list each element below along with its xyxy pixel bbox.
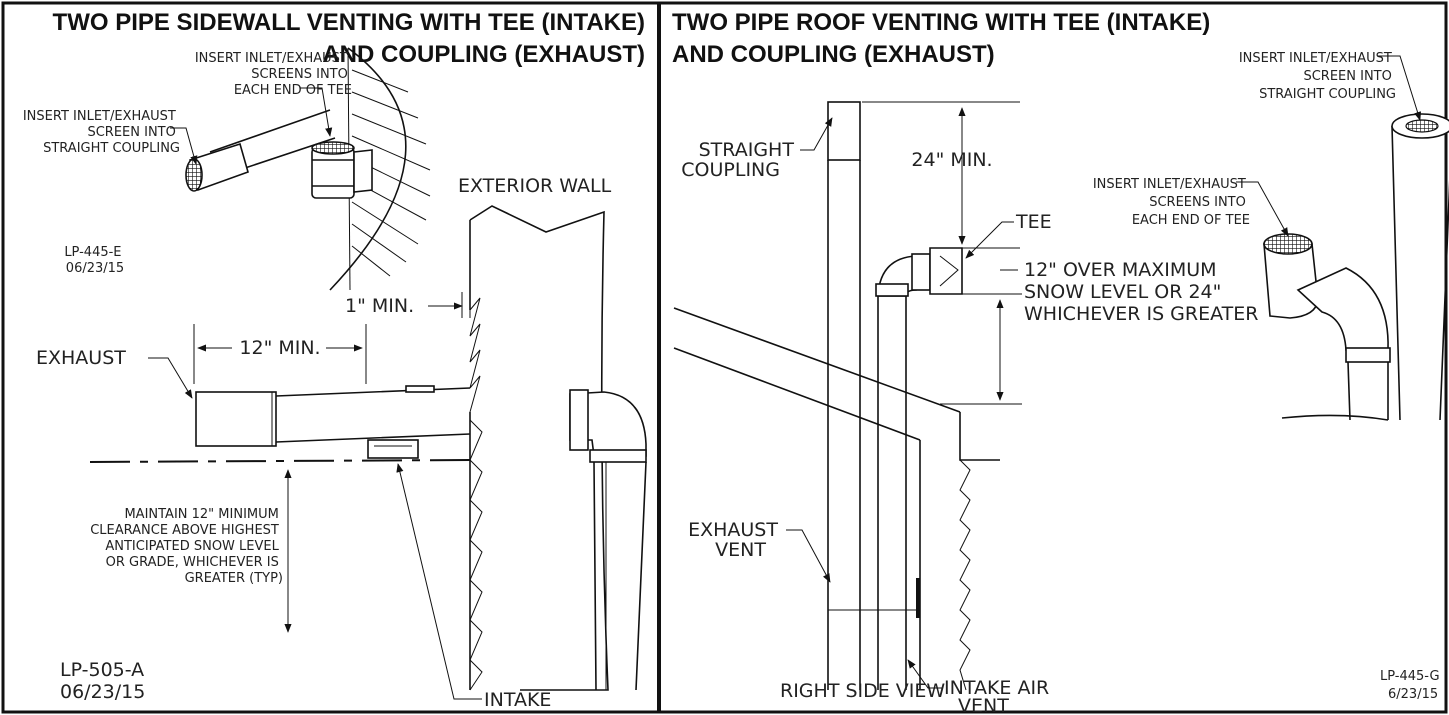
- right-side-view-label: RIGHT SIDE VIEW: [780, 680, 945, 702]
- roof: [673, 307, 1000, 691]
- coupling-detail-screen: [1405, 119, 1439, 133]
- left-tee-note: INSERT INLET/EXHAUST SCREENS INTO EACH E…: [195, 51, 352, 98]
- siding-hatch: [351, 69, 431, 277]
- exterior-wall-label: EXTERIOR WALL: [458, 175, 612, 197]
- exhaust-pipe: [195, 385, 471, 459]
- coupling-detail: [1391, 113, 1449, 421]
- right-coupling-note: INSERT INLET/EXHAUST SCREEN INTO STRAIGH…: [1239, 51, 1396, 102]
- tee-detail: [1263, 233, 1391, 421]
- drawing-code-right: LP-445-G 6/23/15: [1380, 669, 1444, 702]
- right-tee-note: INSERT INLET/EXHAUST SCREENS INTO EACH E…: [1093, 177, 1250, 228]
- tee-label: TEE: [1015, 211, 1052, 233]
- straight-coupling-label: STRAIGHT COUPLING: [681, 139, 800, 181]
- left-title-line1: TWO PIPE SIDEWALL VENTING WITH TEE (INTA…: [53, 9, 645, 36]
- right-panel: TWO PIPE ROOF VENTING WITH TEE (INTAKE) …: [672, 9, 1449, 715]
- clearance-note: MAINTAIN 12" MINIMUM CLEARANCE ABOVE HIG…: [90, 507, 283, 586]
- intake-air-vent-label: INTAKE AIR VENT: [944, 677, 1055, 715]
- detail-code: LP-445-E 06/23/15: [64, 245, 125, 276]
- left-panel: TWO PIPE SIDEWALL VENTING WITH TEE (INTA…: [23, 9, 647, 711]
- wall-serration: [469, 297, 483, 691]
- exhaust-label: EXHAUST: [36, 347, 126, 369]
- right-title-line2: AND COUPLING (EXHAUST): [672, 41, 995, 68]
- intake-elbow: [569, 389, 647, 691]
- drawing-code-left: LP-505-A 06/23/15: [60, 659, 150, 703]
- tee-screen: [311, 141, 355, 155]
- exhaust-vent-label: EXHAUST VENT: [688, 519, 784, 561]
- twentyfour-min-label: 24" MIN.: [911, 149, 992, 171]
- detail-pipe: [185, 109, 373, 199]
- left-title-line2: AND COUPLING (EXHAUST): [322, 41, 645, 68]
- grade-line: [89, 459, 471, 463]
- one-inch-min-label: 1" MIN.: [345, 295, 414, 317]
- intake-vent-pipe: [875, 247, 963, 690]
- snow-note: 12" OVER MAXIMUM SNOW LEVEL OR 24" WHICH…: [1024, 259, 1258, 325]
- coupling-screen: [185, 158, 203, 192]
- left-coupling-note: INSERT INLET/EXHAUST SCREEN INTO STRAIGH…: [23, 109, 180, 156]
- right-title-line1: TWO PIPE ROOF VENTING WITH TEE (INTAKE): [672, 9, 1210, 36]
- tee-detail-screen: [1263, 233, 1313, 255]
- twelve-inch-min-label: 12" MIN.: [239, 337, 320, 359]
- exhaust-vent-pipe: [827, 101, 861, 690]
- intake-label: INTAKE: [484, 689, 551, 711]
